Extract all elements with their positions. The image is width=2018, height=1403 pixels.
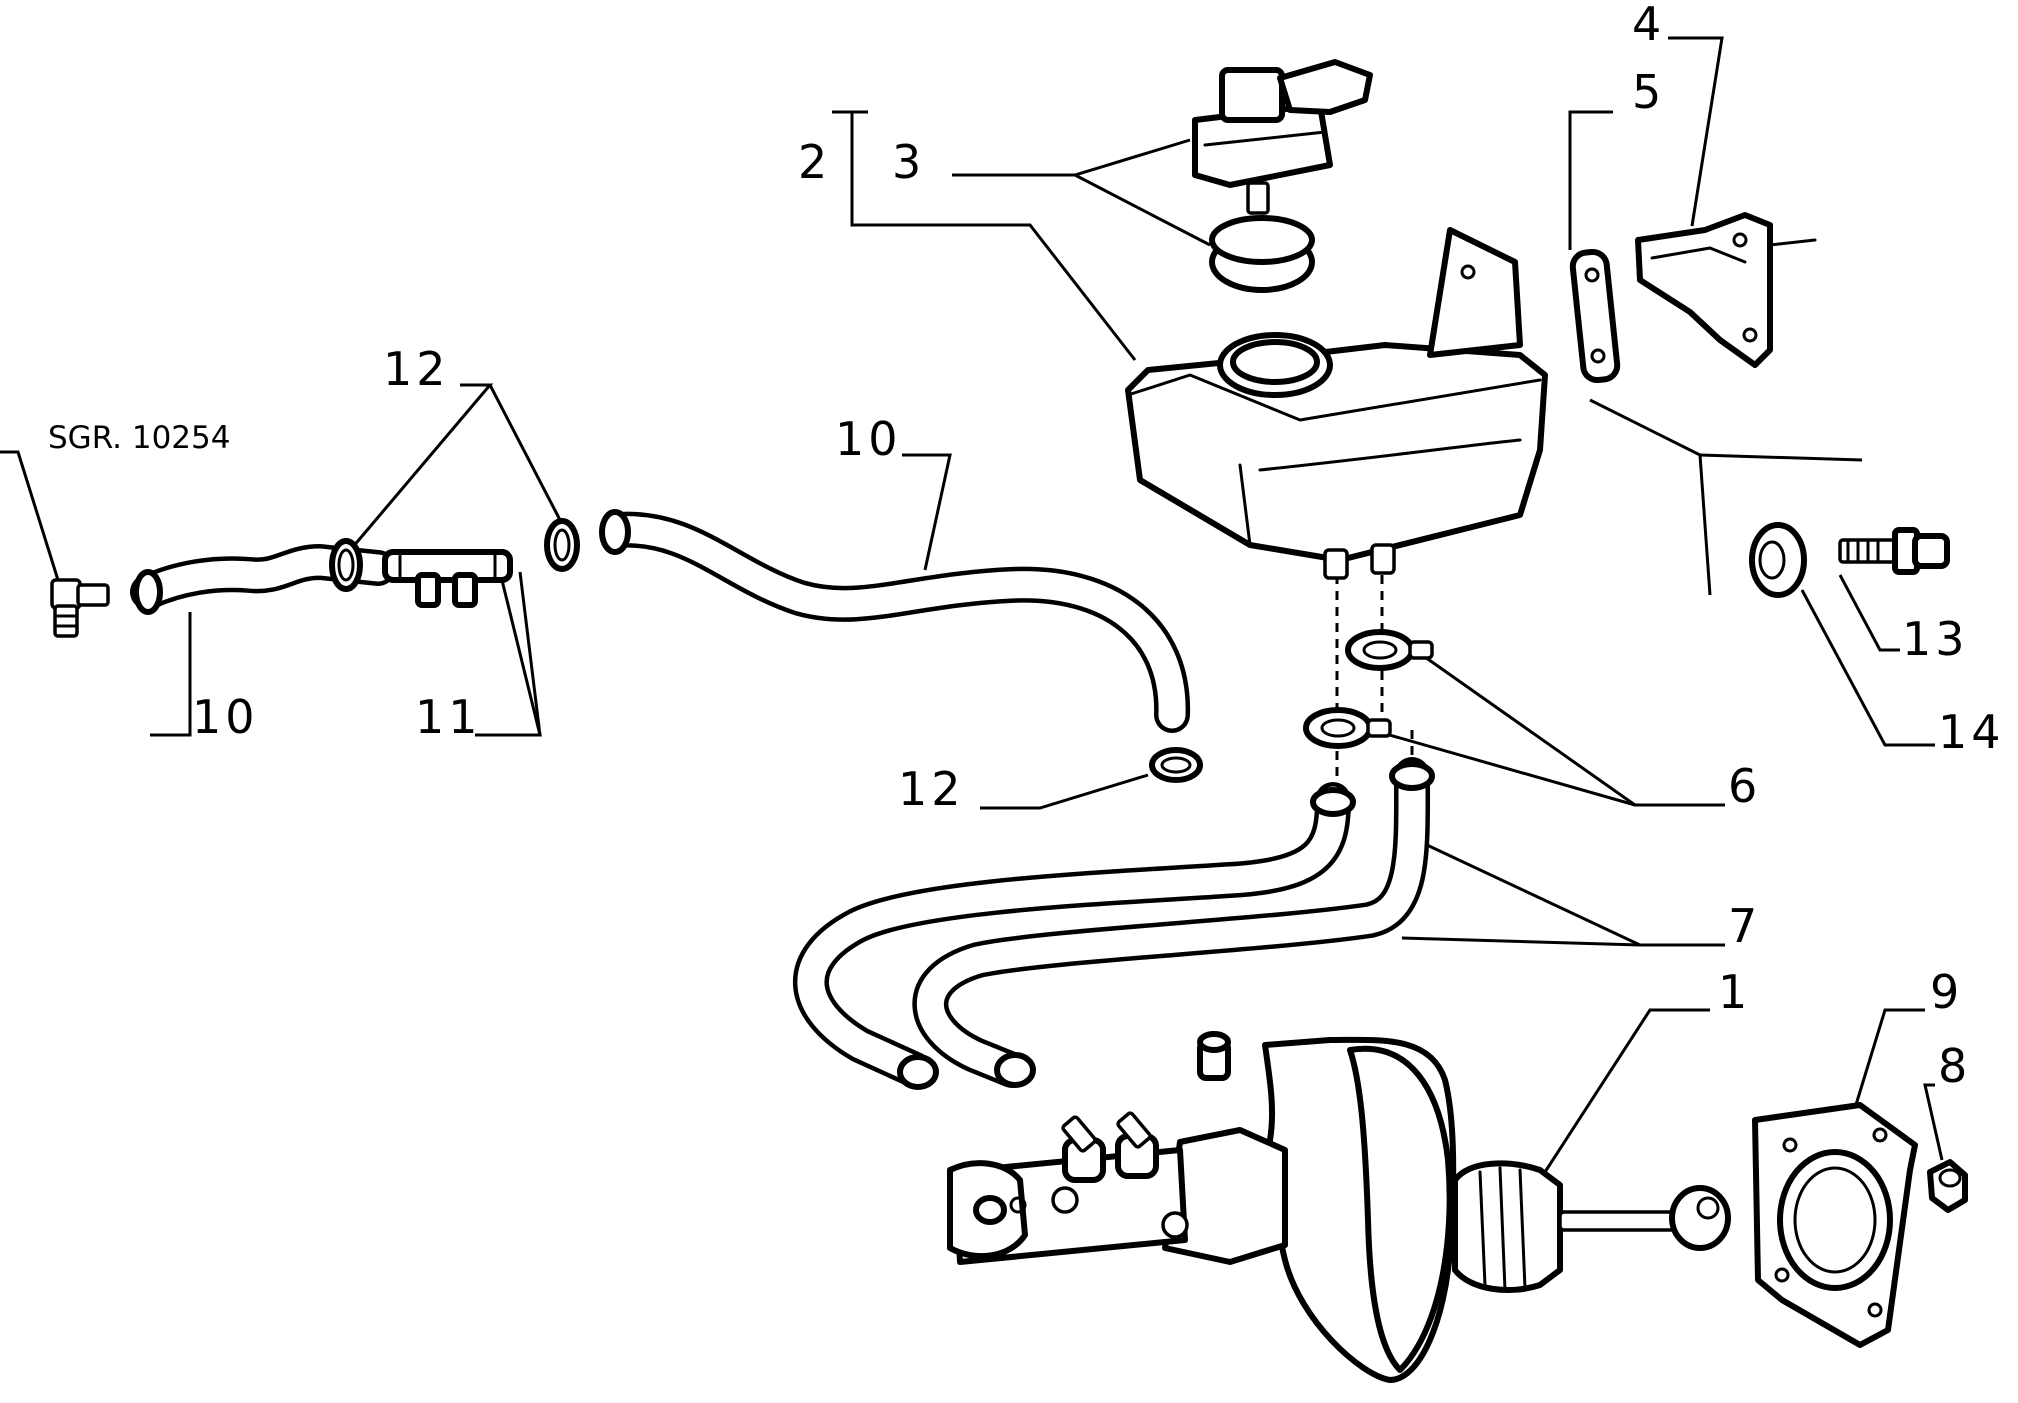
callout-4: 4 — [1632, 0, 1665, 51]
hose-lower-a — [792, 782, 1356, 1090]
reference-label: SGR. 10254 — [48, 420, 230, 456]
elbow-fitting — [50, 578, 110, 638]
leader-lines — [0, 36, 1944, 1173]
hose-clamps — [1303, 629, 1434, 749]
callout-14: 14 — [1938, 705, 2005, 759]
callout-10-top: 10 — [835, 412, 902, 466]
fluid-reservoir — [1125, 227, 1548, 580]
clamp-left — [329, 538, 363, 592]
reservoir-cap — [1192, 59, 1373, 293]
bolt — [1838, 527, 1950, 575]
mounting-bracket — [1635, 212, 1817, 368]
callout-13: 13 — [1902, 612, 1969, 666]
hose-top — [599, 509, 1191, 733]
hose-left — [130, 544, 396, 615]
callout-12-bottom: 12 — [898, 762, 965, 816]
clamp-bottom — [1149, 747, 1203, 783]
callout-8: 8 — [1938, 1039, 1971, 1093]
callout-5: 5 — [1632, 65, 1665, 119]
master-cylinder — [947, 1111, 1288, 1265]
hose-lower-b — [912, 757, 1435, 1088]
callout-12-top: 12 — [383, 342, 450, 396]
callout-10-left: 10 — [192, 690, 259, 744]
washer — [1749, 522, 1807, 598]
callout-2: 2 — [798, 135, 831, 189]
booster-gasket — [1752, 1102, 1918, 1348]
clamp-right — [544, 518, 580, 572]
callout-9: 9 — [1930, 965, 1963, 1019]
gasket-plate — [1569, 248, 1621, 384]
callout-7: 7 — [1728, 899, 1761, 953]
tee-fitting — [382, 549, 513, 608]
callout-1: 1 — [1718, 965, 1751, 1019]
callout-11: 11 — [415, 690, 482, 744]
callout-6: 6 — [1728, 759, 1761, 813]
callout-3: 3 — [892, 135, 925, 189]
nut — [1927, 1159, 1968, 1213]
